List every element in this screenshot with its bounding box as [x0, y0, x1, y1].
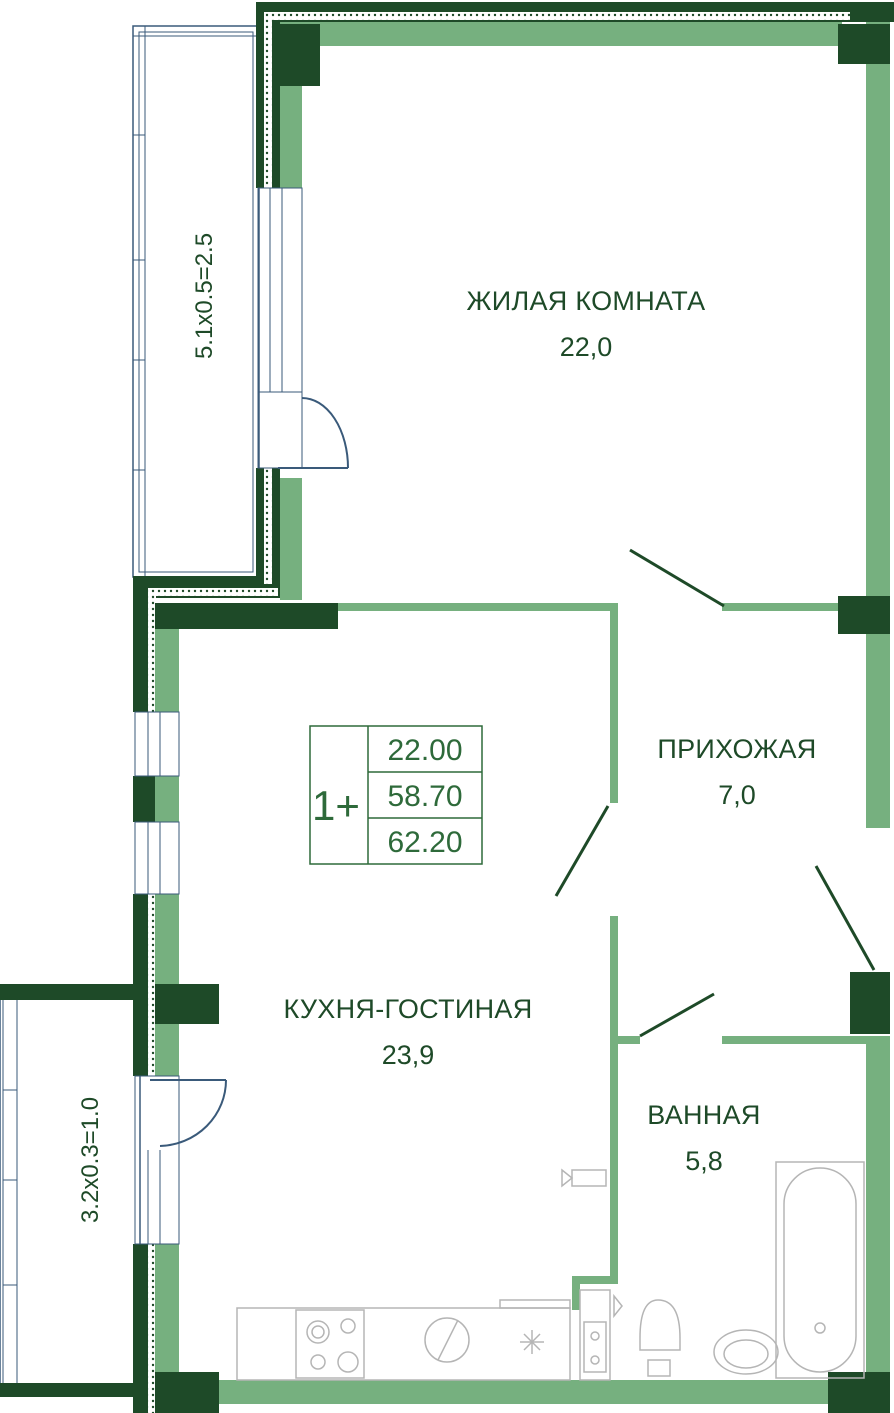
interior-walls	[155, 22, 890, 1404]
living-area-value: 22.00	[387, 734, 462, 767]
room-hallway: ПРИХОЖАЯ 7,0	[657, 734, 816, 810]
bathroom-name: ВАННАЯ	[647, 1100, 760, 1130]
bathroom-fixtures	[561, 1161, 865, 1381]
interior-doors	[554, 548, 876, 1038]
kitchen-living-area: 23,9	[382, 1040, 435, 1070]
lower-balcony	[0, 985, 141, 1387]
upper-balcony-label: 5.1x0.5=2.5	[191, 233, 218, 359]
room-kitchen-living: КУХНЯ-ГОСТИНАЯ 23,9	[284, 994, 533, 1070]
wall-insulation	[148, 12, 850, 1413]
apartment-type: 1+	[312, 782, 360, 829]
bathroom-area: 5,8	[685, 1146, 723, 1176]
living-room-name: ЖИЛАЯ КОМНАТА	[467, 286, 706, 316]
total-area-value: 58.70	[387, 780, 462, 813]
windows	[134, 187, 303, 1245]
door-swings	[150, 397, 349, 1147]
room-living: ЖИЛАЯ КОМНАТА 22,0	[467, 286, 706, 362]
hallway-area: 7,0	[718, 780, 756, 810]
total-with-balconies-value: 62.20	[387, 826, 462, 859]
lower-balcony-label: 3.2x0.3=1.0	[77, 1097, 104, 1223]
summary-table: 1+ 22.00 58.70 62.20	[309, 725, 483, 865]
living-room-area: 22,0	[560, 332, 613, 362]
kitchen-counter	[236, 1299, 571, 1381]
room-bathroom: ВАННАЯ 5,8	[647, 1100, 760, 1176]
kitchen-living-name: КУХНЯ-ГОСТИНАЯ	[284, 994, 533, 1024]
hallway-name: ПРИХОЖАЯ	[657, 734, 816, 764]
structural-columns	[155, 24, 890, 1413]
